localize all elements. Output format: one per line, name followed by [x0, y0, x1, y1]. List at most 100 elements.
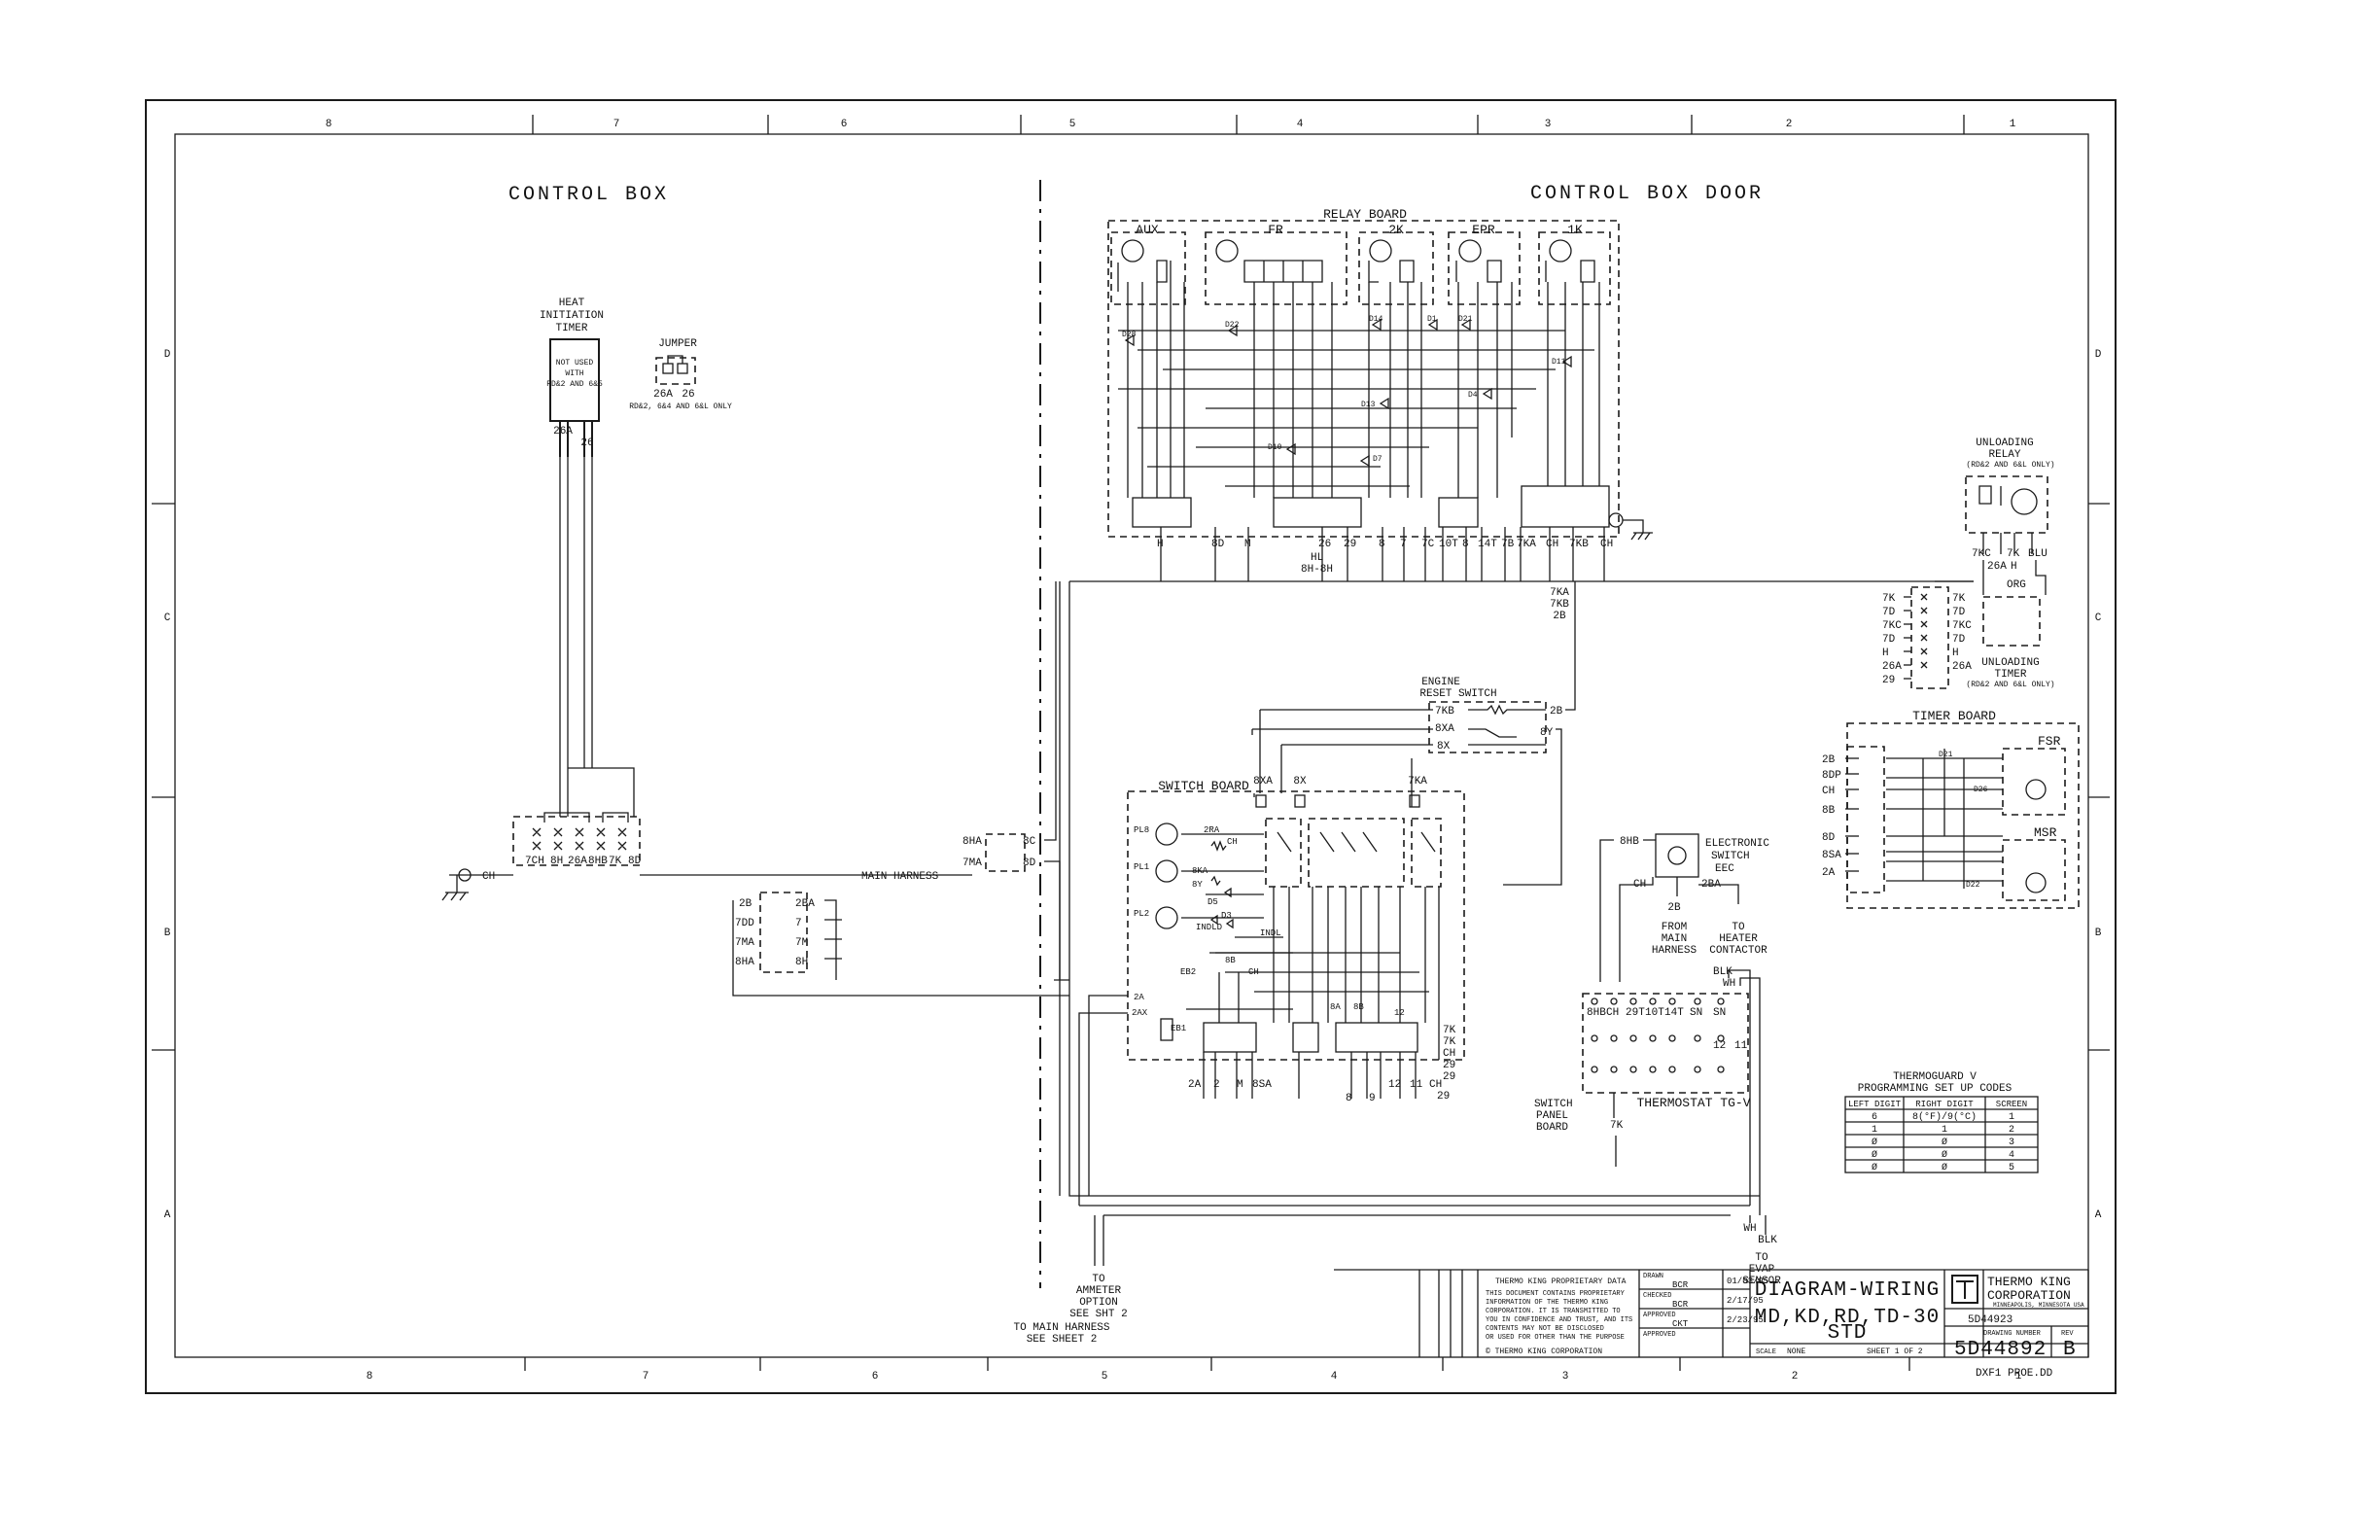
unloading-pin-26a: 26A — [1987, 561, 2007, 573]
thermo-pin-low-3 — [1649, 1066, 1657, 1073]
setup-codes-title-1: THERMOGUARD V — [1893, 1071, 1977, 1083]
setup-cell-3-0: Ø — [1872, 1149, 1877, 1161]
from-main-harness-1: FROM — [1662, 922, 1687, 933]
relay-board-title: RELAY BOARD — [1323, 207, 1407, 222]
part-no-small: 5D44923 — [1968, 1314, 2012, 1326]
plug-right-right-5: 26A — [1952, 661, 1972, 673]
evap-wire-blk: BLK — [1758, 1235, 1777, 1246]
zone-row-left-0: D — [164, 349, 171, 361]
zone-col-bottom-1: 7 — [643, 1371, 649, 1382]
diode-d10: D10 — [1268, 443, 1282, 452]
plug-right-left-4: H — [1882, 648, 1889, 659]
unloading-pin-7k: 7K — [2007, 548, 2020, 560]
timer-relay-fsr: FSR — [2038, 734, 2061, 749]
thermo-pin-mid-0 — [1591, 1034, 1598, 1042]
drawing-number: 5D44892 — [1954, 1339, 2047, 1361]
proprietary-title: THERMO KING PROPRIETARY DATA — [1495, 1278, 1627, 1286]
drawn-date: 01/03/95 — [1727, 1277, 1768, 1286]
diode-d1: D1 — [1427, 315, 1437, 324]
switch-bottom-3: 8SA — [1252, 1079, 1272, 1091]
switch-label-12: EB1 — [1171, 1024, 1186, 1033]
switch-label-23: 29 — [1443, 1060, 1455, 1071]
plug-8ha-pin-1: 8HA — [962, 836, 982, 848]
relay-harness-note-2: 8H-8H — [1301, 564, 1333, 576]
company-line-1: THERMO KING — [1987, 1275, 2071, 1289]
electronic-switch: ELECTRONIC SWITCH EEC 8HB CH 2B 2BA FROM… — [1599, 833, 1769, 982]
zone-col-top-6: 2 — [1786, 119, 1793, 130]
unloading-pin-h: H — [2011, 561, 2017, 573]
zone-col-top-1: 7 — [613, 119, 620, 130]
thermo-pin-5: SN — [1690, 1007, 1702, 1019]
plug-right-x-2 — [1920, 620, 1928, 628]
relay-wire-4 — [1547, 282, 1600, 486]
relay-1k: 1K — [1567, 223, 1583, 237]
timer-pin-0: 2B — [1822, 754, 1836, 766]
relay-term-6: 7 — [1400, 539, 1407, 550]
switch-wire-1 — [1186, 887, 1440, 1060]
drawn-by: BCR — [1672, 1280, 1689, 1290]
jumper-pin-26: 26 — [682, 389, 694, 401]
heat-timer-note-2: WITH — [565, 369, 583, 378]
switch-board: SWITCH BOARD 8XA 8X 7KA PL8 PL1 PL2 2RA … — [1078, 710, 1465, 1206]
switch-label-17: 8A — [1330, 1002, 1341, 1012]
zone-row-left-1: C — [164, 612, 171, 624]
zone-col-bottom-4: 4 — [1331, 1371, 1338, 1382]
switch-top-8xa: 8XA — [1253, 776, 1273, 788]
plug-8ha-pin-2: 7MA — [962, 858, 982, 869]
copyright: © THERMO KING CORPORATION — [1486, 1348, 1602, 1356]
setup-cell-0-2: 1 — [2009, 1112, 2014, 1123]
proprietary-line-1: THIS DOCUMENT CONTAINS PROPRIETARY — [1486, 1290, 1626, 1298]
relay-term-10: 14T — [1478, 539, 1497, 550]
thermo-pin-4: 14T — [1664, 1007, 1684, 1019]
relay-term-1: 8D — [1211, 539, 1225, 550]
footer-dxf: DXF1 PROE.DD — [1976, 1368, 2053, 1380]
thermostat-side-11: 11 — [1734, 1040, 1748, 1052]
switch-bottom-0: 2A — [1188, 1079, 1202, 1091]
switch-panel-2: PANEL — [1536, 1110, 1568, 1122]
unloading-timer-note: (RD&2 AND 6&L ONLY) — [1966, 681, 2054, 689]
zone-row-right-2: B — [2095, 928, 2102, 939]
thermo-pin-dot-1 — [1610, 998, 1618, 1005]
checked-date: 2/17/95 — [1727, 1296, 1764, 1306]
switch-label-14: 2AX — [1132, 1008, 1148, 1018]
thermo-pin-low-4 — [1668, 1066, 1676, 1073]
zone-row-right-1: C — [2095, 612, 2102, 624]
proprietary-line-6: OR USED FOR OTHER THAN THE PURPOSE — [1486, 1334, 1625, 1342]
heat-initiation-timer: HEAT INITIATION TIMER NOT USED WITH RD&2… — [540, 298, 635, 817]
diode-d11: D11 — [1552, 358, 1566, 367]
switch-label-22: CH — [1443, 1048, 1455, 1060]
electronic-switch-title-2: SWITCH — [1711, 851, 1750, 862]
switch-bottom-8: CH — [1429, 1079, 1442, 1091]
plug-mid-left-2: 7DD — [735, 918, 754, 929]
relay-aux: AUX — [1136, 223, 1159, 237]
control-box-connector: 7CH 8H 26A 8HB 7K 8D CH MAIN HARNESS — [441, 812, 972, 901]
harness-bus — [1054, 580, 1974, 1254]
thermo-king-logo — [1951, 1275, 1978, 1304]
setup-cell-3-2: 4 — [2009, 1150, 2014, 1161]
relay-term-14: 7KB — [1569, 539, 1589, 550]
to-heater-1: TO — [1732, 922, 1745, 933]
thermo-pin-0: 8HB — [1587, 1007, 1606, 1019]
diode-d14: D14 — [1369, 315, 1383, 324]
revision: B — [2063, 1339, 2077, 1361]
diode-d4: D4 — [1468, 391, 1478, 400]
switch-bottom-1: 2 — [1213, 1079, 1220, 1091]
zone-col-bottom-5: 3 — [1562, 1371, 1569, 1382]
thermo-pin-mid-2 — [1629, 1034, 1637, 1042]
relay-term-4: 29 — [1344, 539, 1356, 550]
timer-pin-5: 8SA — [1822, 850, 1841, 861]
approved-by: CKT — [1672, 1319, 1689, 1329]
thermo-pin-low-1 — [1610, 1066, 1618, 1073]
zone-row-right-0: D — [2095, 349, 2102, 361]
setup-cell-4-0: Ø — [1872, 1162, 1877, 1173]
conn-pin-7ch: 7CH — [525, 856, 544, 867]
zone-col-top-2: 6 — [841, 119, 848, 130]
jumper-title: JUMPER — [658, 338, 697, 350]
diode-d21: D21 — [1458, 315, 1473, 324]
electronic-switch-pin-8hb: 8HB — [1620, 836, 1639, 848]
timer-pin-6: 2A — [1822, 867, 1836, 879]
